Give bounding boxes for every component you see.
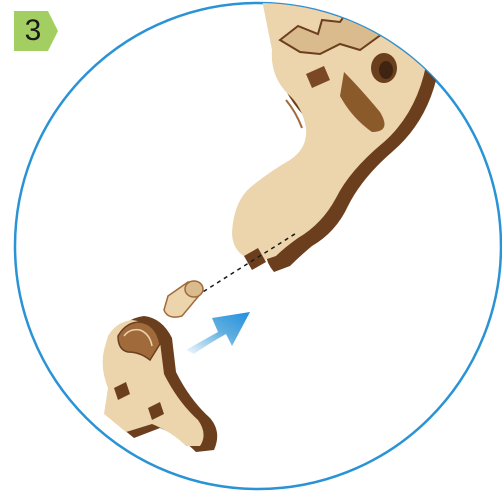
lower-peg-end [185, 281, 203, 297]
step-number: 3 [20, 12, 46, 50]
upper-round-hole-shadow [379, 61, 393, 79]
